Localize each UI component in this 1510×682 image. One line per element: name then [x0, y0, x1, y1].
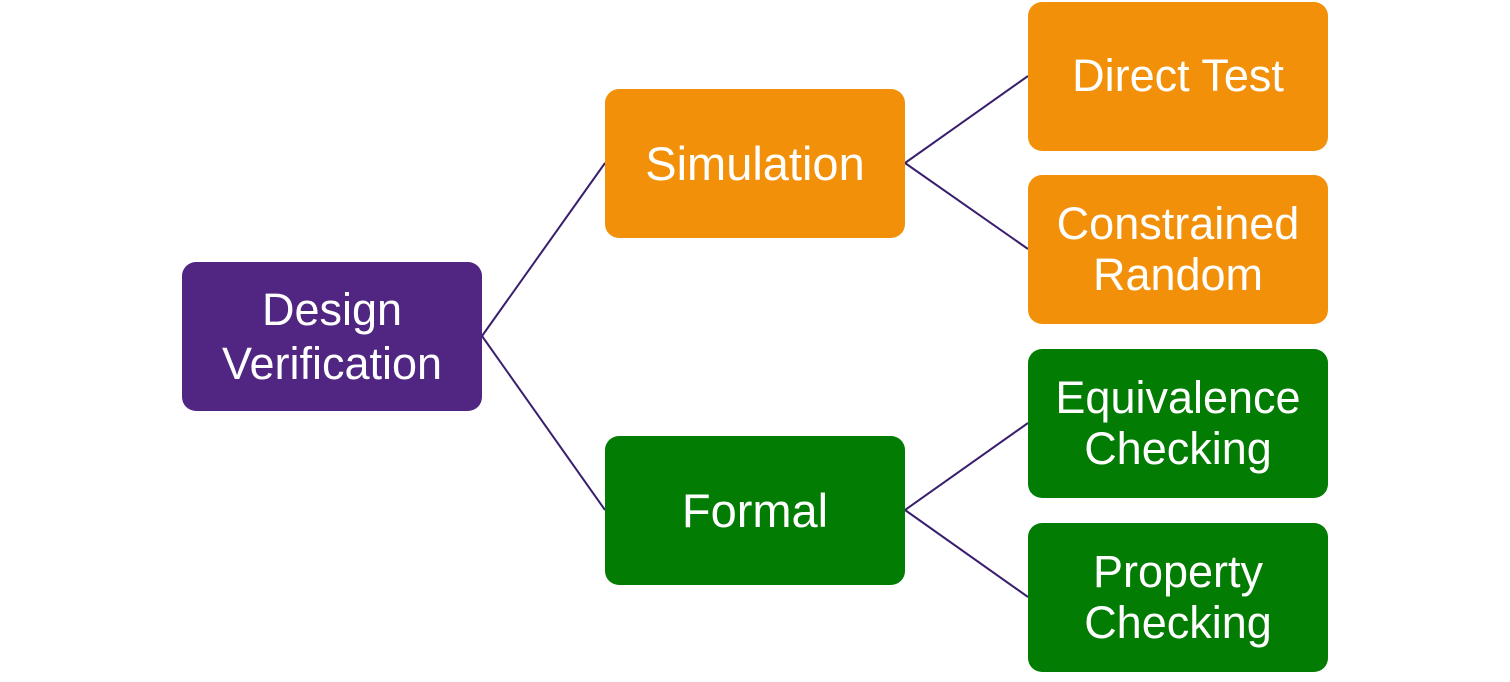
node-label: Direct Test — [1072, 50, 1284, 102]
node-equivalence-checking: Equivalence Checking — [1028, 349, 1328, 498]
node-label: Simulation — [645, 136, 865, 190]
node-design-verification: Design Verification — [182, 262, 482, 411]
node-label: Formal — [681, 483, 829, 537]
connector-formal-property-checking — [904, 509, 1029, 598]
node-direct-test: Direct Test — [1028, 2, 1328, 151]
node-property-checking: Property Checking — [1028, 523, 1328, 672]
node-simulation: Simulation — [605, 89, 905, 238]
connector-root-formal — [481, 335, 606, 511]
connector-root-simulation — [481, 162, 606, 337]
node-label: Design Verification — [221, 284, 443, 389]
node-label: Equivalence Checking — [1055, 372, 1301, 474]
node-constrained-random: Constrained Random — [1028, 175, 1328, 324]
node-formal: Formal — [605, 436, 905, 585]
node-label: Constrained Random — [1056, 198, 1300, 300]
node-label: Property Checking — [1084, 546, 1272, 648]
connector-simulation-constrained-random — [904, 162, 1029, 250]
connector-simulation-direct-test — [904, 75, 1029, 164]
connector-formal-equivalence-checking — [904, 422, 1029, 511]
